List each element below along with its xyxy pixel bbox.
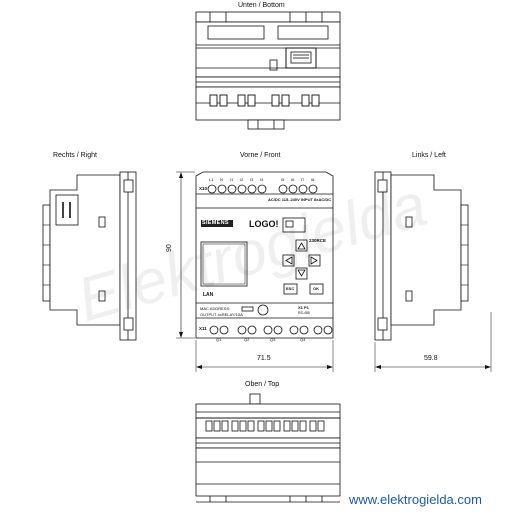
bottom-view [195, 11, 341, 130]
model-label: 230RCE [309, 238, 327, 243]
top-view-label: Oben / Top [245, 381, 280, 388]
input-terminal-label: I7 [301, 177, 305, 182]
input-terminal-label: N [220, 177, 223, 182]
output-group-label: Q2 [244, 337, 250, 342]
output-group-label: Q4 [300, 337, 306, 342]
input-terminal-label: I4 [260, 177, 264, 182]
input-terminal-label: I1 [230, 177, 234, 182]
x1-port-sub-label: RS-485 [298, 311, 310, 315]
input-terminal-label: L1 [209, 177, 214, 182]
left-view-label: Links / Left [412, 152, 446, 159]
right-view [42, 171, 137, 341]
top-view [195, 393, 341, 503]
front-view [176, 171, 334, 372]
product-name: LOGO! [249, 219, 279, 229]
height-dimension: 90 [166, 244, 173, 252]
input-row-label: X10 [199, 186, 208, 191]
input-terminal-label: I2 [240, 177, 244, 182]
brand-logo: SIEMENS [202, 220, 229, 226]
esc-key-label: ESC [286, 286, 295, 291]
front-view-label: Vorne / Front [240, 152, 281, 159]
ok-key-label: OK [313, 286, 319, 291]
output-group-label: Q1 [216, 337, 222, 342]
left-view [374, 171, 492, 372]
input-spec-label: AC/DC 115..240V INPUT 8xAC/DC [268, 197, 332, 202]
output-row-label: X11 [199, 326, 207, 331]
input-terminal-label: I3 [250, 177, 254, 182]
mac-address-label: MAC ADDRESS: [200, 306, 231, 311]
input-terminal-label: I8 [311, 177, 315, 182]
input-terminal-label: I5 [281, 177, 285, 182]
right-view-label: Rechts / Right [53, 152, 97, 159]
depth-dimension: 59.8 [424, 355, 438, 362]
input-terminal-label: I6 [291, 177, 295, 182]
bottom-view-label: Unten / Bottom [238, 2, 285, 9]
output-spec-label: OUTPUT 4xRELAY/10A [200, 312, 243, 317]
width-dimension: 71.5 [257, 355, 271, 362]
output-group-label: Q3 [270, 337, 276, 342]
x1-port-label: X1 P1 [298, 305, 309, 310]
website-url: www.elektrogielda.com [349, 492, 482, 507]
lan-label: LAN [203, 292, 214, 298]
